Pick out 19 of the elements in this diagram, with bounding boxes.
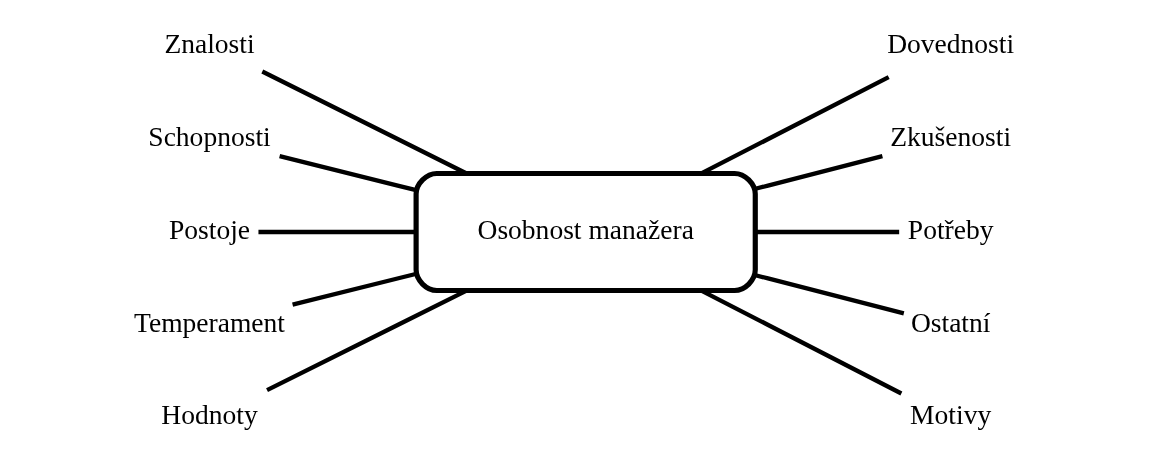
connector xyxy=(755,229,900,235)
connector xyxy=(754,154,883,191)
node-text: Hodnoty xyxy=(161,399,258,431)
connector xyxy=(700,75,890,176)
node-text: Ostatní xyxy=(910,306,991,338)
connector xyxy=(700,288,903,396)
connector xyxy=(258,229,416,235)
node-text: Dovednosti xyxy=(887,27,1015,59)
node-text: Schopnosti xyxy=(148,120,271,152)
node-text: Znalosti xyxy=(164,27,255,59)
node-text: Zkušenosti xyxy=(890,120,1012,152)
connector xyxy=(292,271,417,307)
node-text: Temperament xyxy=(134,306,285,338)
connector xyxy=(754,273,905,316)
node-text: Motivy xyxy=(910,399,992,431)
node-text: Postoje xyxy=(168,213,251,245)
connector xyxy=(279,154,417,193)
node-box: Osobnost manažera xyxy=(413,170,758,294)
node-text: Potřeby xyxy=(907,213,994,245)
